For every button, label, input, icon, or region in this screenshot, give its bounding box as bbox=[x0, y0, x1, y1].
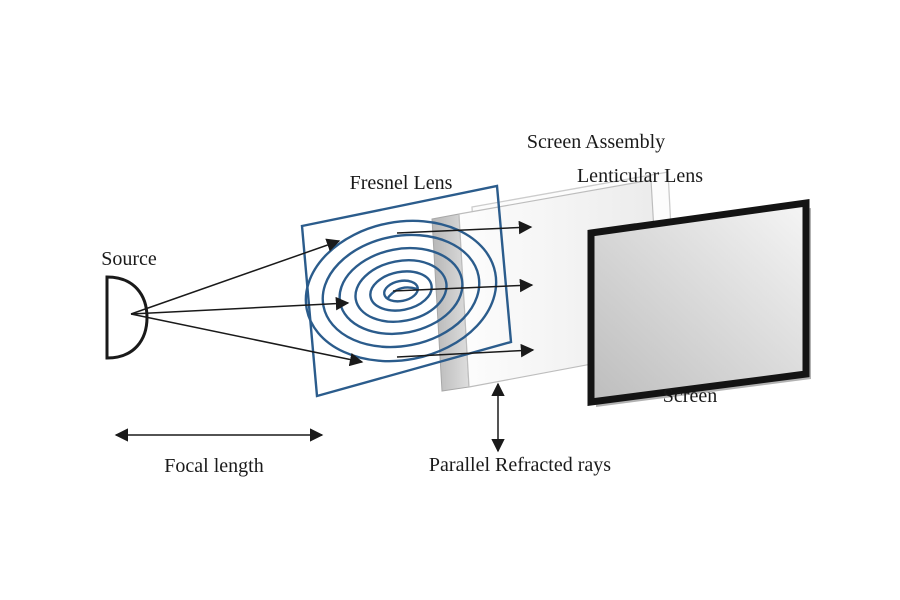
lenticular-lens-label: Lenticular Lens bbox=[577, 165, 703, 187]
fresnel-lens-outline bbox=[300, 184, 513, 398]
fresnel-groove-1 bbox=[304, 219, 498, 363]
screen-label: Screen bbox=[663, 385, 717, 407]
fresnel-groove-5 bbox=[369, 270, 433, 312]
screen-panel bbox=[587, 198, 810, 406]
parallel-refracted-rays-label: Parallel Refracted rays bbox=[429, 454, 611, 476]
fresnel-groove-4 bbox=[354, 259, 448, 323]
source-lamp-shape bbox=[105, 275, 149, 360]
source-label: Source bbox=[101, 248, 157, 270]
fresnel-lens-label: Fresnel Lens bbox=[350, 172, 453, 194]
fresnel-spiral-center bbox=[386, 286, 418, 300]
fresnel-groove-2 bbox=[321, 233, 481, 349]
ray-source-bottom bbox=[130, 313, 364, 367]
fresnel-groove-6 bbox=[383, 279, 419, 303]
refracted-ray-middle bbox=[392, 278, 534, 293]
refracted-ray-bottom bbox=[396, 343, 535, 358]
ray-source-top bbox=[130, 238, 341, 315]
screen-assembly-label: Screen Assembly bbox=[527, 131, 665, 153]
ray-source-middle bbox=[130, 296, 350, 315]
refracted-ray-top bbox=[396, 220, 533, 235]
focal-length-label: Focal length bbox=[164, 455, 263, 477]
